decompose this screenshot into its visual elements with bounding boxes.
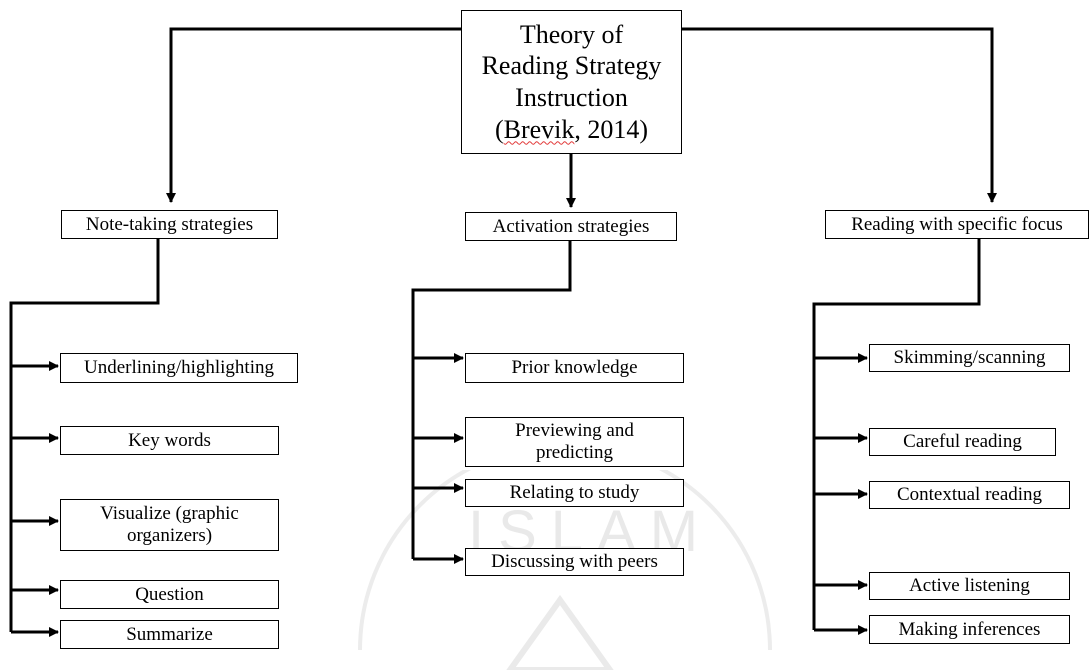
watermark-logo	[358, 470, 772, 670]
root-citation-open: (	[494, 114, 504, 144]
root-line-2: Reading Strategy	[481, 51, 662, 81]
leaf-relating-to-study: Relating to study	[465, 479, 684, 507]
category-note-taking: Note-taking strategies	[61, 210, 278, 239]
leaf-underlining-highlighting: Underlining/highlighting	[60, 353, 298, 383]
leaf-key-words: Key words	[60, 426, 279, 455]
root-line-1: Theory of	[519, 19, 624, 49]
leaf-previewing-predicting: Previewing and predicting	[465, 417, 684, 467]
leaf-contextual-reading: Contextual reading	[869, 481, 1070, 509]
category-activation: Activation strategies	[465, 212, 677, 241]
root-to-note-taking-arrow	[166, 27, 461, 203]
root-line-4: (Brevik, 2014)	[495, 114, 648, 146]
leaf-question: Question	[60, 580, 279, 609]
activation-trunk	[411, 240, 572, 559]
leaf-skimming-scanning: Skimming/scanning	[869, 344, 1070, 372]
root-node-theory: Theory of Reading Strategy Instruction (…	[461, 10, 682, 154]
root-to-reading-focus-arrow	[682, 27, 997, 203]
leaf-prior-knowledge: Prior knowledge	[465, 353, 684, 383]
leaf-visualize: Visualize (graphic organizers)	[60, 499, 279, 551]
leaf-summarize: Summarize	[60, 620, 279, 649]
root-citation-year: , 2014)	[574, 114, 649, 144]
leaf-active-listening: Active listening	[869, 572, 1070, 600]
reading-focus-trunk	[812, 238, 981, 630]
note-taking-trunk	[9, 238, 160, 632]
root-citation-author: Brevik	[503, 114, 575, 144]
category-reading-focus: Reading with specific focus	[825, 210, 1089, 239]
root-line-3: Instruction	[515, 83, 628, 112]
leaf-careful-reading: Careful reading	[869, 428, 1056, 456]
leaf-discussing-with-peers: Discussing with peers	[465, 548, 684, 576]
leaf-making-inferences: Making inferences	[869, 615, 1070, 644]
